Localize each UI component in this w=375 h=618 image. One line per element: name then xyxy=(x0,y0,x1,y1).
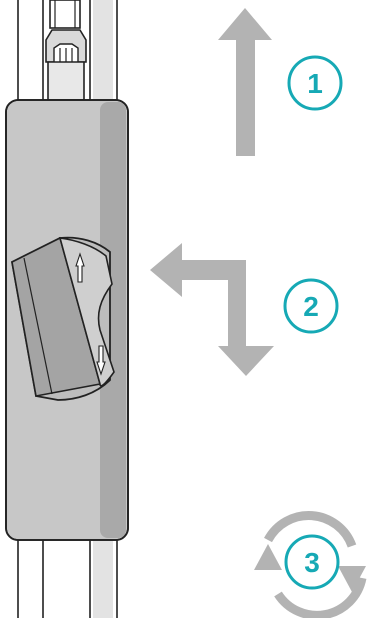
step-badge-1: 1 xyxy=(287,55,343,111)
knob-down-arrow-icon xyxy=(96,345,106,376)
arrow-up-icon xyxy=(218,8,272,156)
rotate-cycle-icon xyxy=(254,510,367,618)
step-number-1: 1 xyxy=(307,68,323,99)
step-number-3: 3 xyxy=(304,547,320,578)
step-badge-2: 2 xyxy=(283,278,339,334)
rotary-knob xyxy=(10,236,115,401)
step-number-2: 2 xyxy=(303,291,319,322)
knob-up-arrow-icon xyxy=(75,252,85,283)
arrow-left-then-down-icon xyxy=(150,243,274,376)
step-badge-3: 3 xyxy=(284,534,340,590)
clip-connector xyxy=(45,0,87,101)
